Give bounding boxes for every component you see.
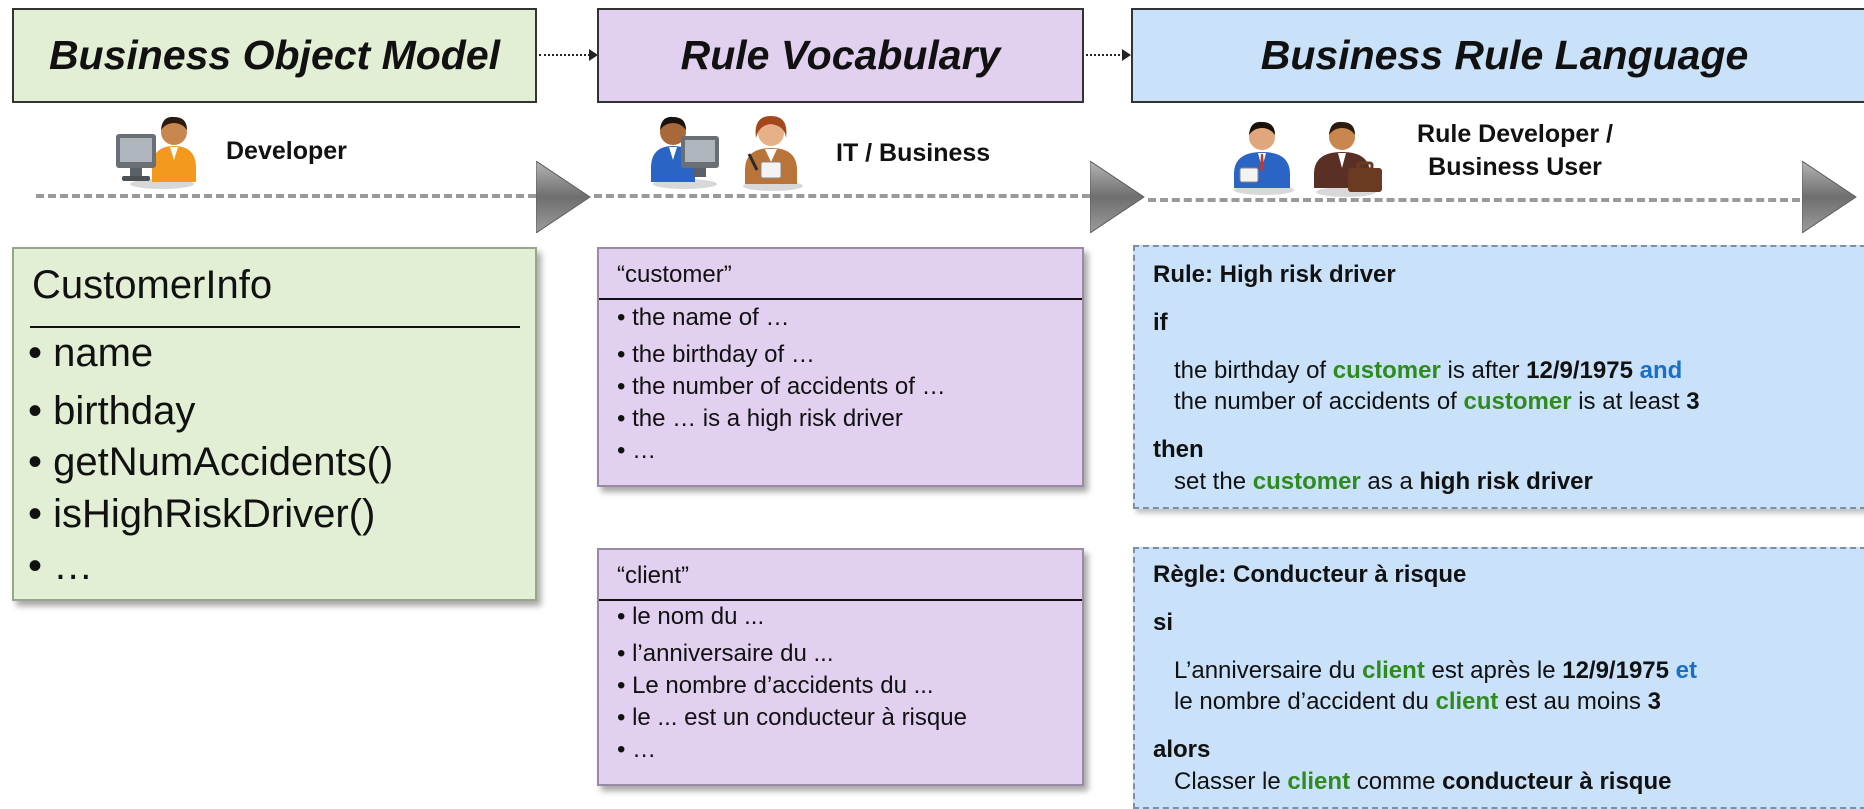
- vocabulary-item: • the … is a high risk driver: [617, 405, 903, 432]
- chevron-right-icon: [1090, 161, 1145, 233]
- class-divider: [30, 326, 520, 328]
- connector-vocabulary-to-language: [1086, 54, 1124, 56]
- developer-computer-icon: [116, 116, 196, 189]
- role-line-1: Rule Developer /: [1417, 120, 1613, 148]
- vocabulary-header: “customer”: [617, 261, 732, 288]
- rule-then-keyword: then: [1153, 436, 1204, 463]
- rule-condition-2: the number of accidents of customer is a…: [1174, 388, 1700, 415]
- rule-condition-1: L’anniversaire du client est après le 12…: [1174, 657, 1698, 684]
- chevron-right-icon: [1802, 161, 1857, 233]
- rule-box-english: Rule: High risk driver if the birthday o…: [1133, 245, 1864, 509]
- role-developer: Developer: [226, 137, 347, 165]
- class-member: • isHighRiskDriver(): [28, 492, 376, 536]
- timeline-dash-2: [594, 194, 1090, 198]
- vocabulary-item: • …: [617, 437, 657, 464]
- class-name: CustomerInfo: [32, 263, 273, 307]
- header-business-rule-language: Business Rule Language: [1131, 8, 1864, 103]
- vocabulary-box-customer: “customer” • the name of … • the birthda…: [597, 247, 1084, 487]
- chevron-right-icon: [536, 161, 591, 233]
- rule-action: set the customer as a high risk driver: [1174, 468, 1593, 495]
- vocabulary-header: “client”: [617, 562, 690, 589]
- rule-if-keyword: if: [1153, 309, 1168, 336]
- vocabulary-item: • the number of accidents of …: [617, 373, 946, 400]
- rule-title: Rule: High risk driver: [1153, 261, 1396, 288]
- class-box-customer-info: CustomerInfo • name • birthday • getNumA…: [12, 247, 537, 601]
- connector-bom-to-vocabulary: [539, 54, 590, 56]
- rule-if-keyword: si: [1153, 609, 1174, 636]
- vocabulary-divider: [599, 298, 1082, 300]
- rule-developer-icon: [1234, 121, 1294, 195]
- role-it-business: IT / Business: [836, 139, 991, 167]
- arrow-head-icon: [589, 49, 598, 61]
- business-user-icon: [1314, 121, 1382, 197]
- rule-title: Règle: Conducteur à risque: [1153, 561, 1467, 588]
- vocabulary-item: • le nom du ...: [617, 603, 765, 630]
- arrow-head-icon: [1122, 49, 1131, 61]
- rule-condition-1: the birthday of customer is after 12/9/1…: [1174, 357, 1683, 384]
- class-member: • birthday: [28, 389, 196, 433]
- class-member: • getNumAccidents(): [28, 440, 394, 484]
- header-business-object-model: Business Object Model: [12, 8, 537, 103]
- header-rule-vocabulary: Rule Vocabulary: [597, 8, 1084, 103]
- class-member: • …: [28, 544, 94, 588]
- vocabulary-item: • l’anniversaire du ...: [617, 640, 834, 667]
- business-woman-icon: [743, 116, 803, 191]
- rule-action: Classer le client comme conducteur à ris…: [1174, 768, 1672, 795]
- rule-condition-2: le nombre d’accident du client est au mo…: [1174, 688, 1661, 715]
- vocabulary-item: • le ... est un conducteur à risque: [617, 704, 967, 731]
- class-member: • name: [28, 331, 154, 375]
- vocabulary-item: • …: [617, 736, 657, 763]
- vocabulary-divider: [599, 599, 1082, 601]
- vocabulary-box-client: “client” • le nom du ... • l’anniversair…: [597, 548, 1084, 786]
- rule-box-french: Règle: Conducteur à risque si L’annivers…: [1133, 547, 1864, 809]
- role-line-2: Business User: [1428, 153, 1602, 181]
- role-rule-developer-business-user: Rule Developer / Business User: [1395, 118, 1635, 184]
- timeline-dash-1: [36, 194, 536, 198]
- it-person-icon: [651, 116, 719, 189]
- rule-then-keyword: alors: [1153, 736, 1211, 763]
- timeline-dash-3: [1148, 198, 1800, 202]
- vocabulary-item: • the name of …: [617, 304, 790, 331]
- vocabulary-item: • the birthday of …: [617, 341, 815, 368]
- vocabulary-item: • Le nombre d’accidents du ...: [617, 672, 934, 699]
